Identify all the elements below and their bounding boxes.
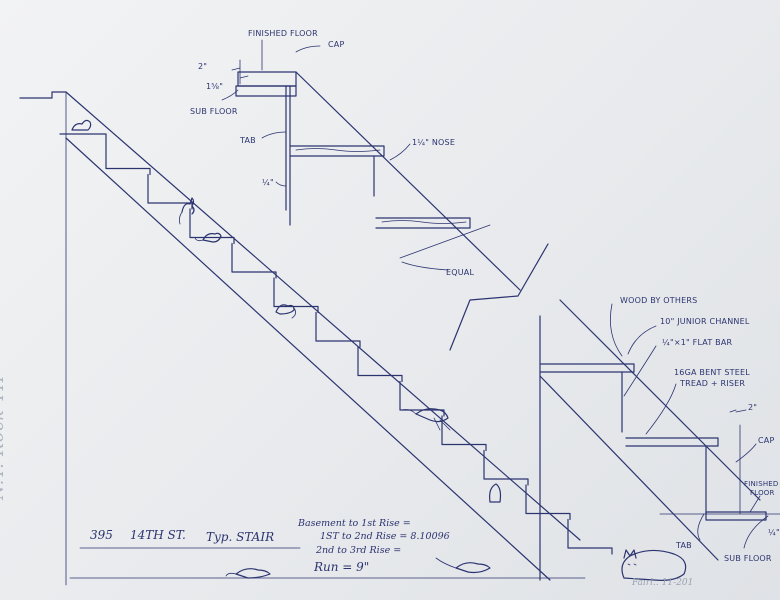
bent-steel-label-2: TREAD + RISER (680, 379, 746, 388)
rat-sketch (178, 197, 195, 225)
wood-grain (295, 148, 381, 152)
stair-step (567, 518, 613, 555)
bent-steel-label-1: 16GA BENT STEEL (674, 368, 750, 377)
stair-step (147, 173, 193, 210)
flat-bar-leader (623, 345, 657, 397)
stair-step (315, 311, 361, 348)
nose-tread-lower (375, 217, 471, 229)
main-stair-elevation (19, 91, 687, 586)
top-landing-line (19, 91, 67, 99)
top-stringer-edge (295, 71, 521, 291)
finish-floor-block (705, 511, 767, 521)
drawing-name: Typ. STAIR (206, 530, 275, 544)
equal-label: EQUAL (446, 268, 475, 277)
cap-top-label: CAP (328, 40, 345, 49)
equal-leader (401, 261, 449, 271)
stair-step (525, 484, 571, 521)
cap-block (237, 71, 297, 87)
tab-leader (261, 131, 287, 139)
sub-floor-leader (221, 89, 239, 101)
tab-bottom-label: TAB (676, 541, 692, 550)
lower-stringer-edge (65, 137, 551, 581)
stair-step (357, 346, 403, 383)
finished-right-label-2: FLOOR (750, 489, 775, 497)
cap-right-leader (735, 443, 757, 463)
rat-sketch (275, 304, 296, 319)
rat-sketch (489, 483, 502, 503)
nose-label: 1¼" NOSE (412, 138, 456, 147)
signature: Fairl.. 11-201 (632, 578, 694, 588)
quarter-leader (275, 181, 287, 187)
channel-leader (627, 325, 657, 355)
sub-floor-label: SUB FLOOR (190, 107, 238, 116)
dim-leader-2in (231, 59, 249, 85)
break-line (449, 243, 549, 351)
finished-right-leader (749, 495, 761, 513)
cap-right-label: CAP (758, 436, 775, 445)
sub-floor-right-label: SUB FLOOR (724, 554, 772, 563)
finished-right-label-1: FINISHED (744, 480, 779, 488)
tread-0 (59, 133, 107, 141)
dim-2in-right-label: 2" (748, 403, 758, 412)
stair-step (441, 415, 487, 452)
rise-basement: Basement to 1st Rise = (298, 518, 411, 529)
finished-floor-top-label: FINISHED FLOOR (248, 29, 318, 38)
rise-2nd-3rd: 2nd to 3rd Rise = (316, 545, 402, 556)
rat-sketch (225, 568, 271, 579)
dim-2in-leader (729, 409, 747, 413)
tread-detail-upper (539, 363, 635, 373)
address-number: 395 (90, 528, 113, 542)
dim-quarter-top-label: ¼" (262, 178, 274, 187)
bottom-stringer-lower (539, 375, 719, 561)
tab-top-label: TAB (240, 136, 256, 145)
dim-1-5-8-label: 1⅝" (206, 82, 224, 91)
upper-stringer-edge (65, 91, 581, 541)
top-detail (221, 39, 549, 351)
flat-bar-label: ¼"×1" FLAT BAR (662, 338, 733, 347)
rise-1st-2nd: 1ST to 2nd Rise = 8.10096 (320, 531, 450, 542)
rat-sketch (194, 232, 222, 243)
stair-step (231, 242, 277, 279)
bottom-detail (539, 299, 780, 581)
tread-detail-lower (625, 437, 719, 447)
wood-grain (381, 220, 467, 224)
cap-leader (295, 45, 321, 53)
dim-2in-label: 2" (198, 62, 208, 71)
dim-quarter-right-label: ¼" (768, 528, 780, 537)
nose-leader (389, 143, 411, 161)
stair-step (483, 449, 529, 486)
wood-leader (609, 303, 623, 357)
stair-step (273, 277, 319, 314)
bottom-stringer-edge (559, 299, 761, 501)
street-name: 14TH ST. (130, 528, 186, 542)
tab-bottom-leader (697, 513, 705, 541)
junior-channel-label: 10" JUNIOR CHANNEL (660, 317, 750, 326)
rat-sketch (435, 557, 491, 574)
nose-tread-upper (289, 145, 385, 157)
side-note: N.Y. Rock TH (0, 374, 8, 500)
stair-step (105, 139, 151, 176)
run-value: Run = 9" (314, 560, 370, 574)
stair-step (189, 208, 235, 245)
wood-by-others-label: WOOD BY OTHERS (620, 296, 698, 305)
equal-arrow (399, 224, 491, 259)
sub-floor-block (235, 85, 297, 97)
rat-sketch (401, 408, 451, 431)
rat-sketch (71, 119, 92, 131)
sub-floor-right-leader (743, 515, 769, 549)
cat-sketch (621, 549, 687, 581)
bent-steel-leader (645, 383, 677, 435)
